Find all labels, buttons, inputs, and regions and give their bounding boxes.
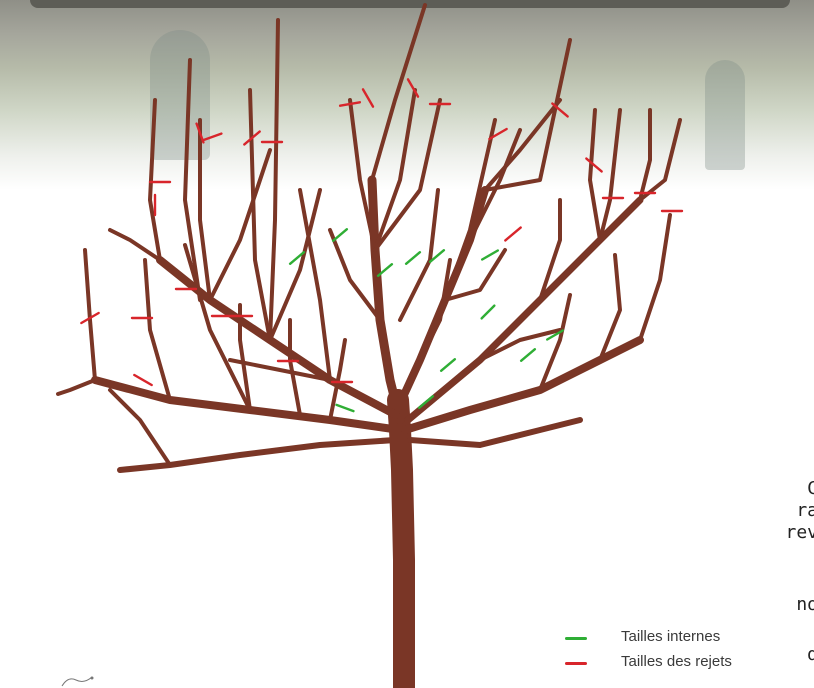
shoot	[485, 40, 570, 190]
legend-item-suckers: Tailles des rejets	[565, 653, 805, 673]
side-text-fragment: rev	[785, 522, 814, 543]
sucker-cut-mark	[340, 102, 360, 105]
side-text-fragment: C	[807, 478, 814, 499]
internal-cut-mark	[441, 359, 455, 371]
shoot	[200, 120, 210, 300]
internal-cut-mark	[482, 251, 498, 260]
sucker-cut-mark	[134, 375, 151, 385]
sucker-cut-mark	[203, 134, 222, 141]
internal-cut-mark	[337, 405, 354, 411]
shoot	[640, 110, 650, 200]
shoot	[250, 90, 270, 340]
legend-swatch-internal	[565, 637, 587, 640]
shoot	[640, 215, 670, 340]
logo-icon	[58, 674, 98, 688]
internal-cut-mark	[333, 229, 347, 241]
legend: Tailles internes Tailles des rejets	[565, 628, 805, 678]
shoot	[350, 100, 375, 250]
sucker-cut-mark	[363, 89, 373, 106]
side-text-fragment: no	[796, 594, 814, 615]
legend-swatch-suckers	[565, 662, 587, 665]
tree-branches	[58, 5, 680, 688]
internal-cut-mark	[521, 349, 535, 361]
sucker-cut-mark	[586, 159, 601, 172]
shoot	[145, 260, 170, 400]
sucker-cut-mark	[505, 228, 520, 241]
legend-label-internal: Tailles internes	[621, 628, 720, 645]
shoot	[290, 320, 300, 415]
shoot	[270, 20, 278, 340]
side-text-fragment: ra	[796, 500, 814, 521]
shoot	[640, 120, 680, 200]
shoot	[210, 150, 270, 300]
internal-cut-mark	[482, 306, 495, 319]
shoot	[600, 255, 620, 360]
shoot	[58, 380, 95, 394]
trunk	[398, 400, 404, 688]
legend-label-suckers: Tailles des rejets	[621, 653, 732, 670]
shoot	[590, 110, 600, 240]
shoot	[372, 5, 425, 180]
legend-item-internal: Tailles internes	[565, 628, 805, 648]
shoot	[110, 230, 160, 260]
side-text-fragment: d	[807, 644, 814, 665]
internal-cut-mark	[406, 252, 420, 264]
shoot	[150, 100, 160, 260]
shoot	[300, 190, 330, 380]
